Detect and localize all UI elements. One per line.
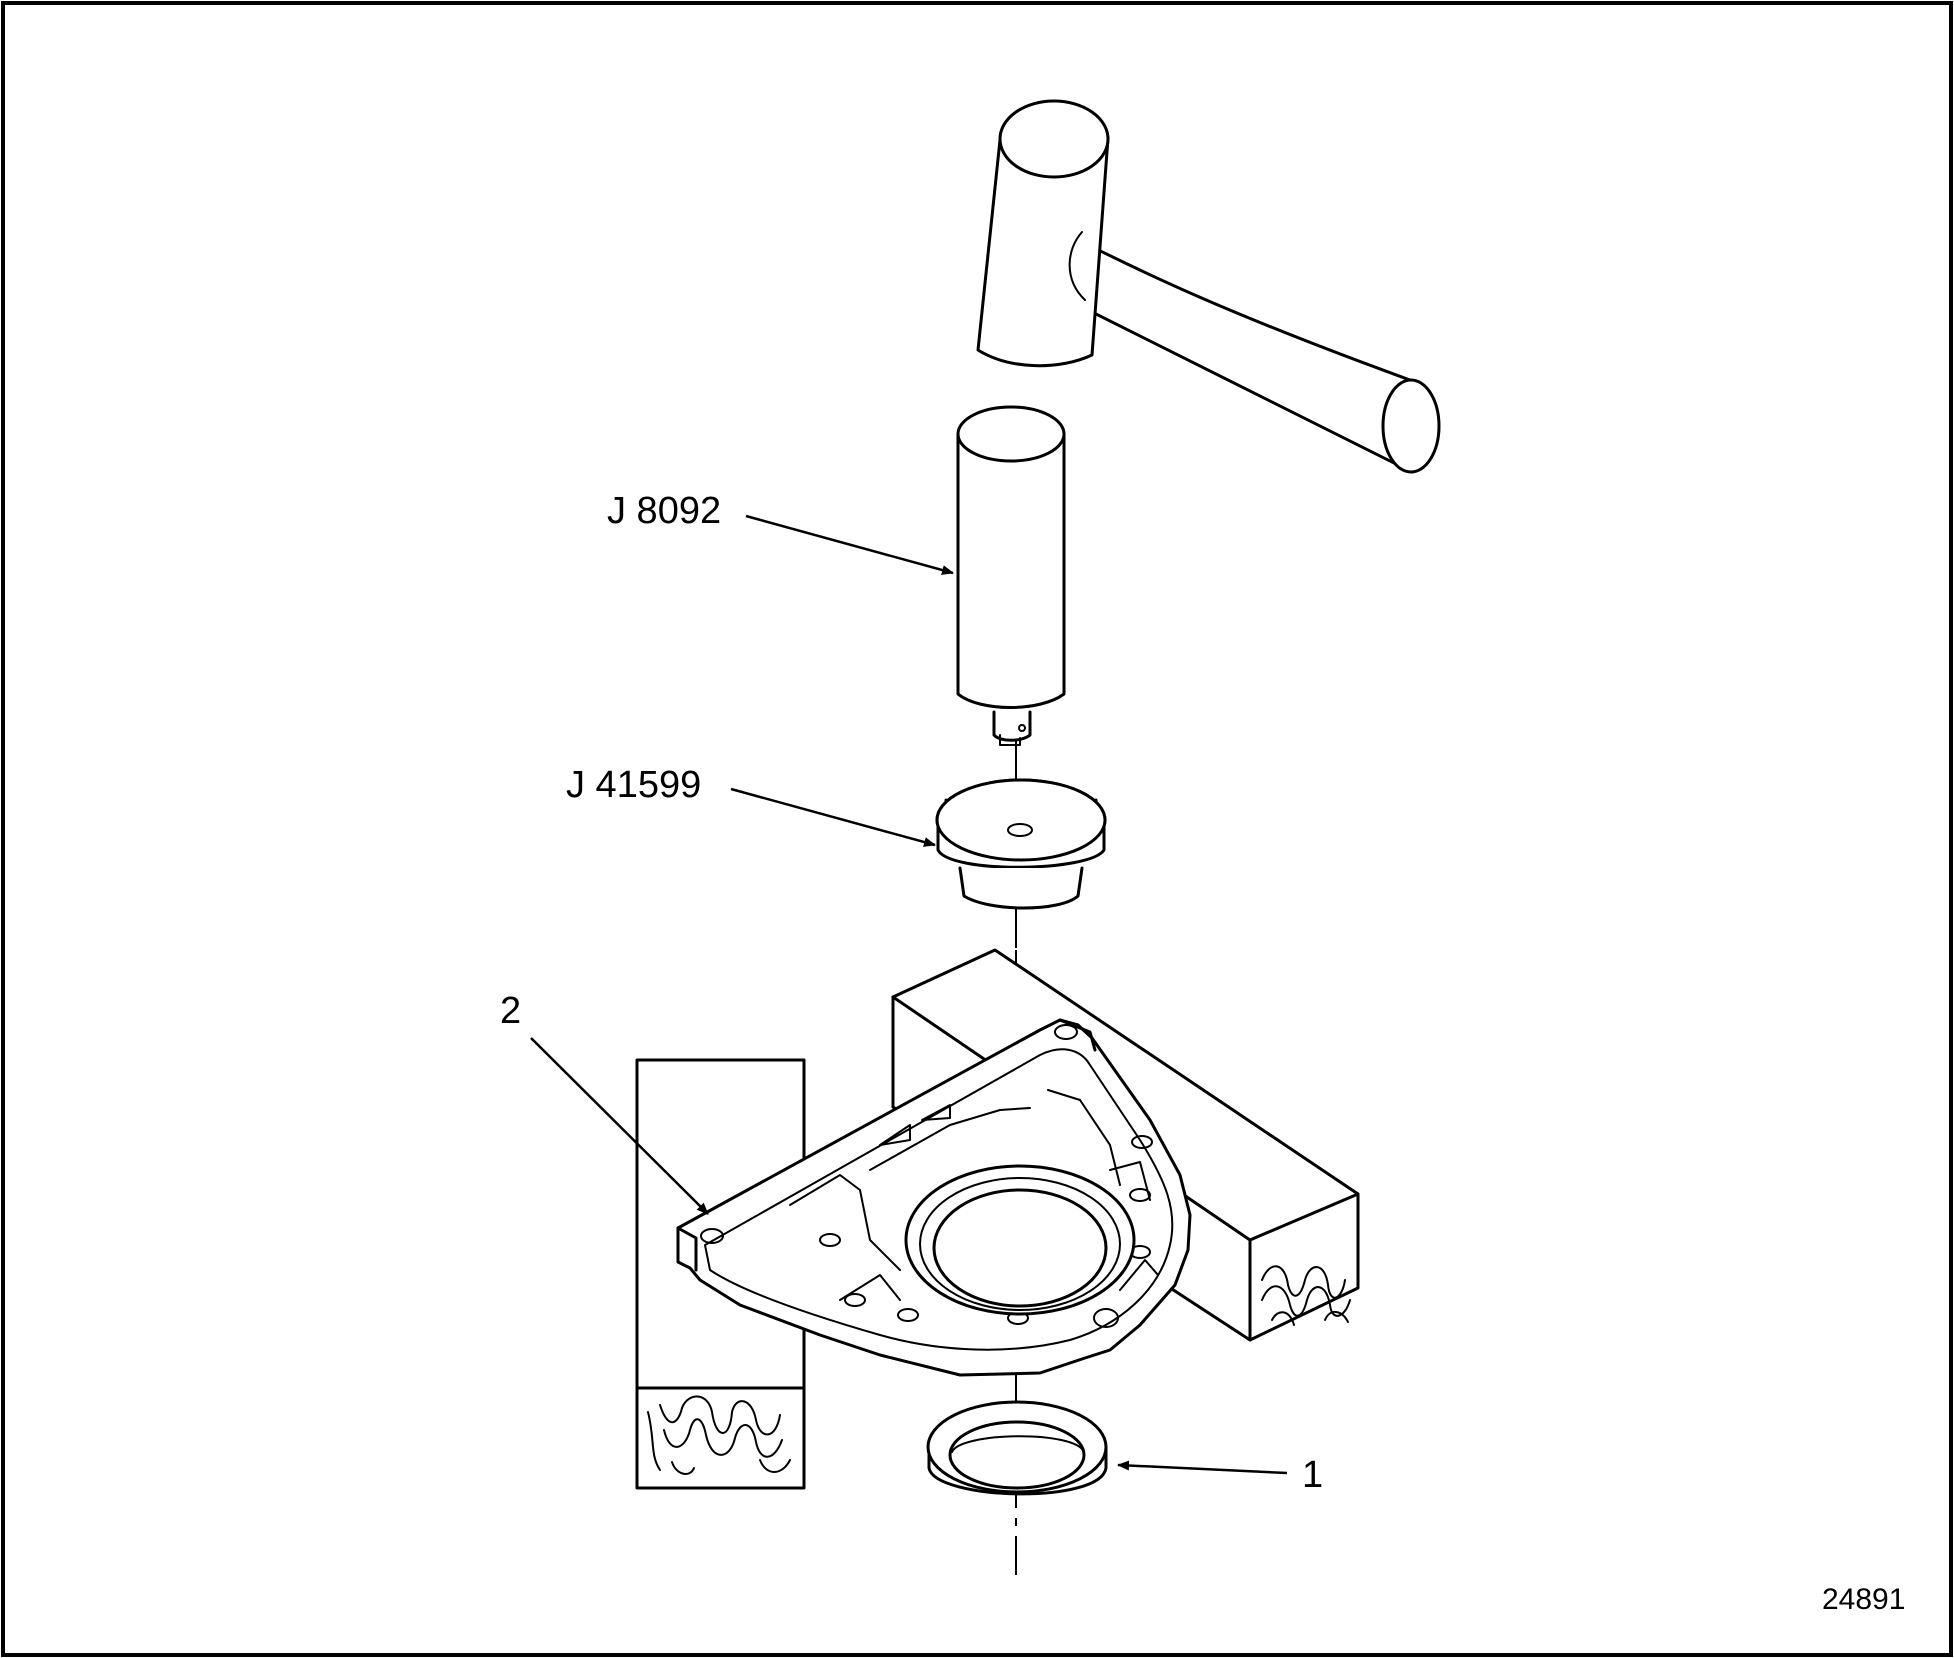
- seal-installer-tool: [935, 778, 1107, 910]
- wood-grain-left: [647, 1395, 791, 1475]
- seal-housing-cover: [676, 1018, 1192, 1377]
- callout-item-2: 2: [500, 990, 522, 1032]
- callout-item-1: 1: [1302, 1454, 1324, 1496]
- figure-number: 24891: [1822, 1583, 1906, 1616]
- driver-handle-tool: [956, 405, 1066, 746]
- callout-j41599: J 41599: [566, 764, 702, 806]
- leader-line-j8092: [745, 514, 954, 575]
- hammer-illustration: [976, 99, 1441, 474]
- oil-seal-ring: [926, 1400, 1108, 1496]
- leader-line-j41599: [730, 787, 936, 847]
- leader-line-item-2: [530, 1037, 709, 1215]
- wood-grain-right: [1261, 1265, 1351, 1326]
- callout-j8092: J 8092: [607, 490, 722, 532]
- leader-line-item-1: [1117, 1460, 1288, 1475]
